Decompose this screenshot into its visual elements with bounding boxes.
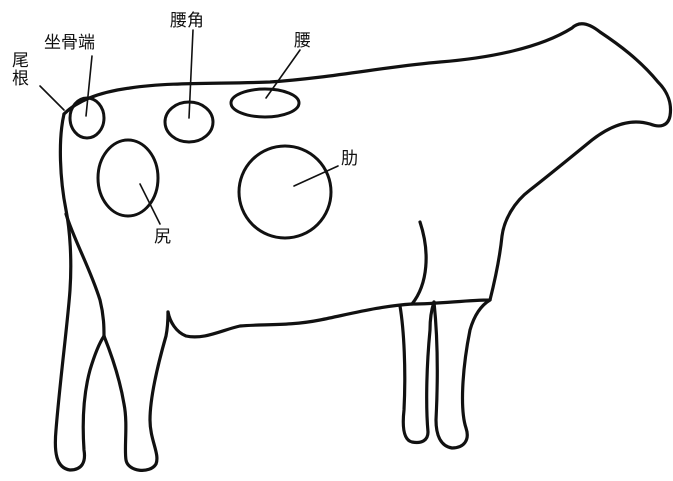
- label-loin: 腰: [294, 31, 311, 51]
- label-tailhead: 尾 根: [12, 51, 34, 89]
- hind-leg-rear: [104, 312, 168, 470]
- loin-spot: [231, 89, 299, 117]
- front-leg-left: [400, 302, 434, 443]
- cow-body-outline: [64, 24, 671, 337]
- tailhead-leader: [40, 86, 64, 110]
- label-ribs: 肋: [341, 149, 358, 169]
- pin-bone-leader: [86, 56, 92, 116]
- front-leg-right: [434, 300, 490, 448]
- ribs-spot: [239, 146, 331, 238]
- label-hook-bone: 腰角: [170, 11, 204, 31]
- hook-bone-leader: [189, 30, 193, 118]
- rump-spot: [98, 140, 158, 216]
- cow-outline: [55, 24, 670, 471]
- label-pin-bone: 坐骨端: [44, 33, 95, 53]
- chest-crease: [412, 222, 426, 304]
- label-rump: 尻: [154, 227, 171, 247]
